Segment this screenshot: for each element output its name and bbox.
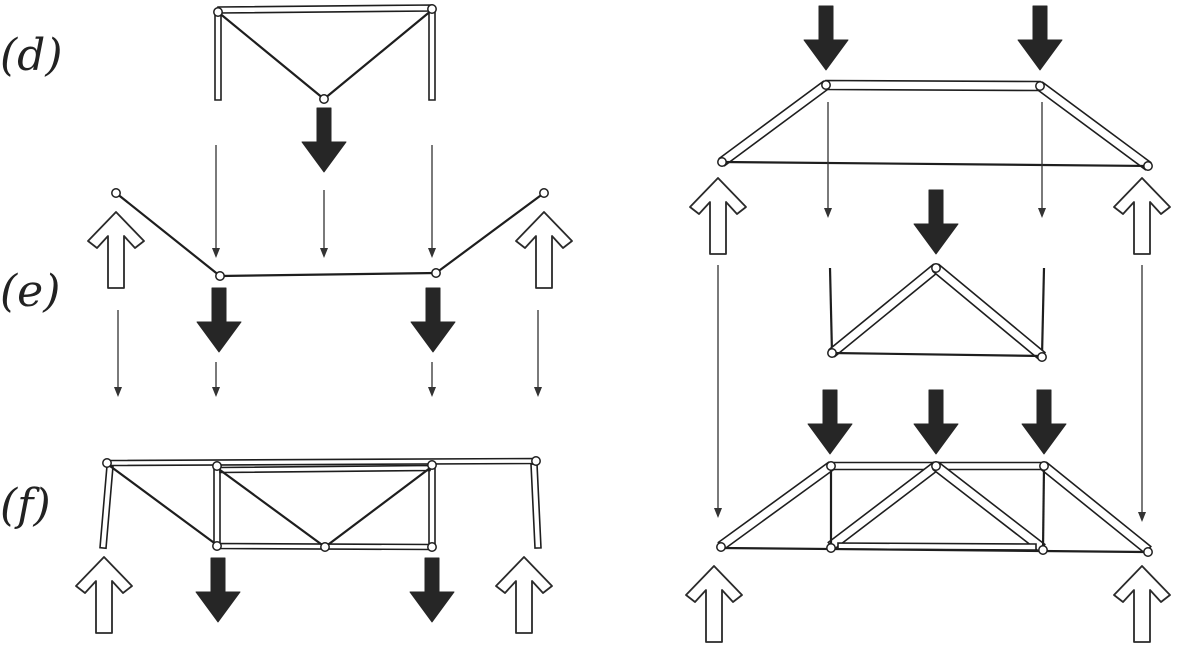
truss-joint — [1038, 545, 1048, 555]
load-arrow — [1021, 389, 1067, 455]
arrowhead — [1038, 208, 1046, 218]
truss-joint — [931, 461, 941, 471]
truss-member — [530, 463, 542, 549]
tension-member — [1040, 267, 1046, 357]
truss-member — [214, 11, 222, 101]
label-f: (f) — [0, 480, 51, 531]
truss-member — [717, 461, 835, 551]
truss-joint — [1039, 461, 1049, 471]
arrowhead — [428, 387, 436, 397]
tension-member — [115, 192, 221, 277]
truss-member — [828, 263, 940, 358]
tension-member — [1041, 465, 1046, 551]
truss-joint — [826, 543, 836, 553]
truss-joint — [111, 188, 121, 198]
load-arrow — [913, 189, 959, 255]
truss-joint — [717, 157, 727, 167]
arrowhead — [824, 208, 832, 218]
tension-member — [217, 11, 325, 100]
tension-member — [828, 267, 834, 354]
truss-joint — [431, 268, 441, 278]
truss-joint — [827, 348, 837, 358]
tension-member — [831, 351, 1043, 358]
load-arrow — [196, 287, 242, 353]
truss-joint — [826, 461, 836, 471]
load-arrow — [807, 389, 853, 455]
truss-joint — [531, 456, 541, 466]
arrowhead — [428, 248, 436, 258]
tension-member — [219, 271, 437, 278]
tension-member — [720, 546, 1149, 554]
truss-joint — [319, 94, 329, 104]
load-arrow — [410, 287, 456, 353]
arrowhead — [212, 387, 220, 397]
support-reaction-arrow — [515, 211, 573, 289]
truss-member — [718, 80, 830, 167]
truss-member — [219, 464, 431, 474]
truss-joint — [102, 458, 112, 468]
truss-joint — [821, 80, 831, 90]
support-reaction-arrow — [689, 177, 747, 255]
label-e: (e) — [0, 266, 61, 317]
arrowhead — [212, 248, 220, 258]
truss-member — [217, 4, 433, 14]
arrowhead — [1138, 512, 1146, 522]
truss-joint — [539, 188, 549, 198]
truss-joint — [320, 542, 330, 552]
truss-member — [99, 464, 114, 550]
truss-member — [1036, 81, 1152, 171]
truss-joint — [716, 542, 726, 552]
truss-joint — [213, 7, 223, 17]
load-arrow — [913, 389, 959, 455]
truss-member — [827, 461, 940, 551]
truss-joint — [427, 4, 437, 14]
truss-member — [428, 9, 436, 101]
support-reaction-arrow — [685, 565, 743, 643]
truss-member — [106, 457, 537, 467]
support-reaction-arrow — [495, 556, 553, 634]
load-arrow — [409, 557, 455, 623]
arrowhead — [534, 387, 542, 397]
support-reaction-arrow — [1113, 565, 1171, 643]
tension-member — [435, 192, 545, 274]
tension-member — [219, 469, 326, 548]
label-d: (d) — [0, 30, 63, 81]
load-arrow — [1017, 5, 1063, 71]
load-arrow — [803, 5, 849, 71]
truss-joint — [212, 541, 222, 551]
truss-member — [932, 461, 1046, 553]
truss-joint — [1035, 81, 1045, 91]
tension-member — [721, 160, 1149, 168]
truss-joint — [1037, 352, 1047, 362]
tension-member — [323, 9, 433, 100]
support-reaction-arrow — [1113, 177, 1171, 255]
load-arrow — [195, 557, 241, 623]
truss-joint — [427, 542, 437, 552]
truss-joint — [1143, 161, 1153, 171]
truss-joint — [931, 263, 941, 273]
truss-joint — [212, 461, 222, 471]
arrowhead — [714, 508, 722, 518]
truss-member — [1040, 461, 1152, 555]
truss-joint — [215, 271, 225, 281]
truss-member — [213, 466, 221, 546]
truss-joint — [427, 460, 437, 470]
arrowhead — [114, 387, 122, 397]
tension-member — [109, 465, 218, 546]
truss-member — [428, 464, 436, 546]
tension-member — [324, 467, 431, 548]
support-reaction-arrow — [87, 211, 145, 289]
support-reaction-arrow — [75, 556, 133, 634]
truss-member — [931, 263, 1047, 361]
arrowhead — [320, 248, 328, 258]
truss-member — [825, 79, 1041, 92]
truss-joint — [1143, 547, 1153, 557]
load-arrow — [301, 107, 347, 173]
